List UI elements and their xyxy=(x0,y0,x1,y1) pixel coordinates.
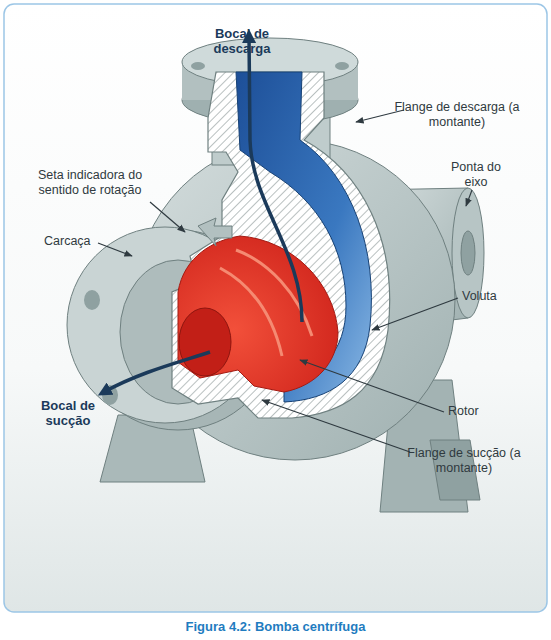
part-label: Bocal de descarga xyxy=(206,26,278,56)
part-label: Seta indicadora do sentido de rotação xyxy=(26,168,154,198)
leader-line xyxy=(300,360,444,412)
leader-line xyxy=(98,243,132,256)
part-label: Carcaça xyxy=(44,234,104,249)
part-label: Rotor xyxy=(448,404,508,419)
part-label: Flange de descarga (a montante) xyxy=(392,100,522,130)
figure-caption: Figura 4.2: Bomba centrífuga xyxy=(0,619,551,634)
part-label: Flange de sucção (a montante) xyxy=(398,446,530,476)
leader-line xyxy=(466,190,472,206)
bolt-hole xyxy=(84,290,100,310)
section-cut xyxy=(172,72,390,418)
leader-line xyxy=(262,400,410,452)
shaft-end xyxy=(461,231,475,275)
suction-flow-arrow xyxy=(104,352,210,392)
bolt-hole xyxy=(191,62,205,70)
part-label: Ponta do eixo xyxy=(440,160,512,190)
rotor xyxy=(178,236,338,392)
rotation-arrow xyxy=(198,218,232,246)
bolt-hole xyxy=(335,62,349,70)
frame xyxy=(4,4,547,612)
part-label: Bocal de sucção xyxy=(36,398,100,428)
part-label: Voluta xyxy=(462,289,522,304)
rotor-eye xyxy=(179,308,231,376)
discharge-flow-arrow xyxy=(249,36,302,322)
leader-line xyxy=(372,298,458,330)
leader-line xyxy=(150,202,185,232)
